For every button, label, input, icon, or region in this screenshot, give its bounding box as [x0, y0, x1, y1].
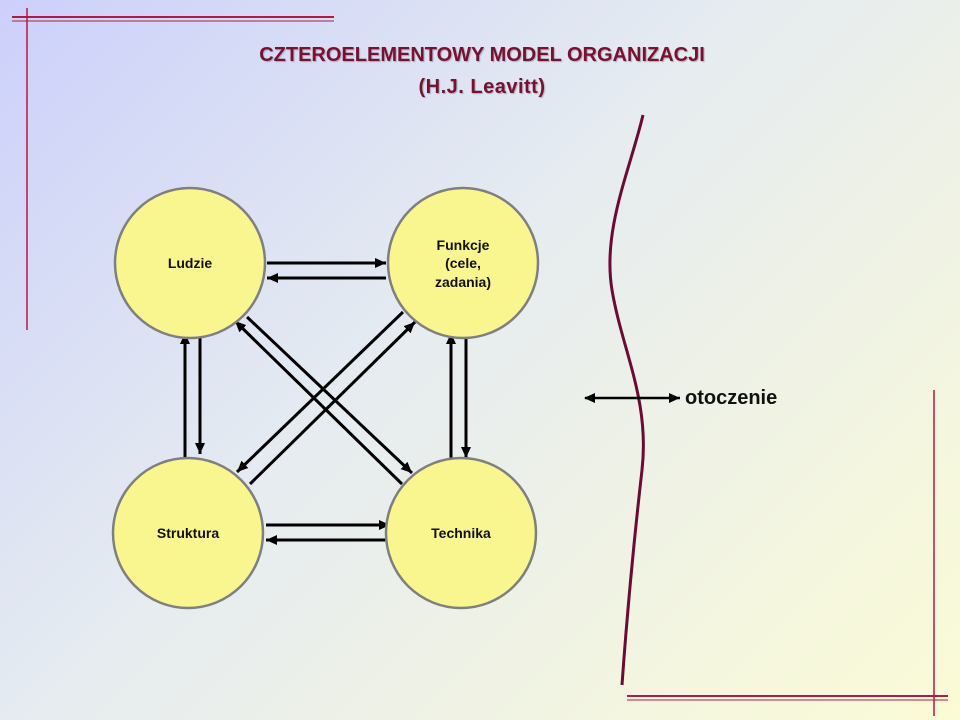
node-label-ludzie: Ludzie [168, 255, 213, 271]
node-ludzie: Ludzie [113, 186, 267, 340]
node-label-technika: Technika [431, 525, 491, 541]
node-funkcje: Funkcje (cele, zadania) [386, 186, 540, 340]
arrow-struktura-to-funkcje [248, 320, 417, 486]
node-label-struktura: Struktura [157, 525, 219, 541]
arrow-ludzie-to-technika [245, 315, 414, 475]
node-struktura: Struktura [111, 456, 265, 610]
arrow-funkcje-to-struktura [235, 310, 405, 474]
node-label-funkcje-line1: Funkcje [437, 237, 490, 253]
node-label-funkcje-line2: (cele, [445, 255, 481, 271]
node-technika: Technika [384, 456, 538, 610]
node-label-funkcje-line3: zadania) [435, 274, 491, 290]
environment-label: otoczenie [685, 387, 777, 409]
page-subtitle: (H.J. Leavitt) [418, 76, 546, 98]
arrow-technika-to-ludzie [233, 319, 404, 486]
environment-boundary [608, 114, 645, 686]
page-title: CZTEROELEMENTOWY MODEL ORGANIZACJI [259, 44, 705, 66]
